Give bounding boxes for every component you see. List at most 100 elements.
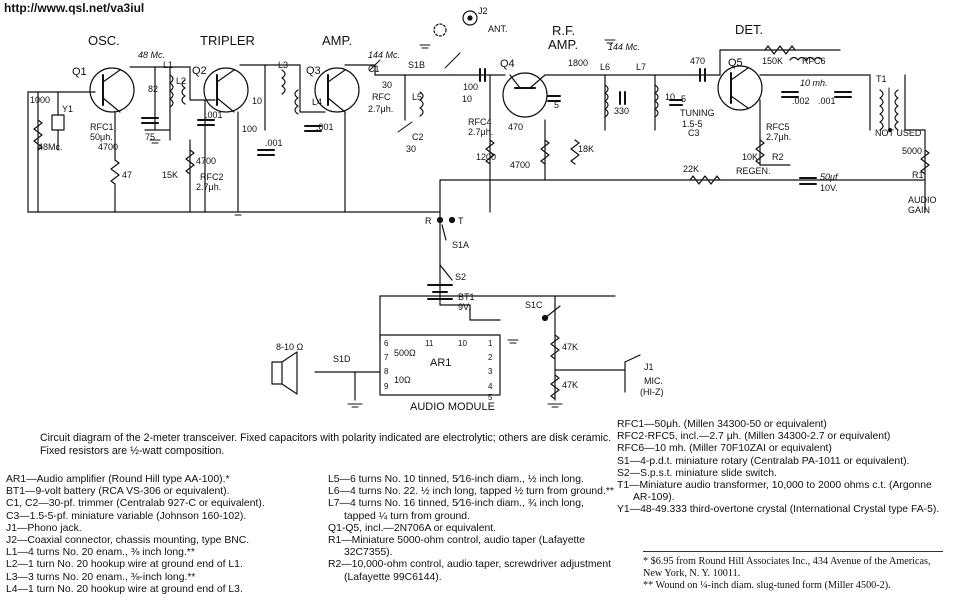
svg-text:11: 11 xyxy=(425,339,434,348)
label-amp: AMP. xyxy=(322,33,352,48)
parts-list-column-2: L5—6 turns No. 10 tinned, 5⁄16-inch diam… xyxy=(328,474,616,584)
misc-components xyxy=(51,10,893,396)
svg-text:330: 330 xyxy=(614,106,629,116)
svg-text:6: 6 xyxy=(384,339,389,348)
svg-text:Q2: Q2 xyxy=(192,65,207,77)
svg-text:C1: C1 xyxy=(368,64,380,74)
svg-text:144 Mc.: 144 Mc. xyxy=(608,42,640,52)
svg-text:J2: J2 xyxy=(478,6,488,16)
part-c1-c2: C1, C2—30-pf. trimmer (Centralab 927-C o… xyxy=(6,498,265,510)
svg-text:T: T xyxy=(458,216,464,226)
svg-text:50μf: 50μf xyxy=(820,172,839,182)
part-ar1: AR1—Audio amplifier (Round Hill type AA-… xyxy=(6,474,230,485)
source-url: http://www.qsl.net/va3iul xyxy=(4,1,145,15)
svg-text:470: 470 xyxy=(690,56,705,66)
svg-text:S1B: S1B xyxy=(408,60,425,70)
svg-text:1200: 1200 xyxy=(476,152,496,162)
part-l5: L5—6 turns No. 10 tinned, 5⁄16-inch diam… xyxy=(328,474,584,485)
svg-text:75: 75 xyxy=(145,132,155,142)
svg-text:L6: L6 xyxy=(600,62,610,72)
part-l2: L2—1 turn No. 20 hookup wire at ground e… xyxy=(6,559,243,571)
svg-text:22K: 22K xyxy=(683,164,699,174)
svg-text:.001: .001 xyxy=(265,138,283,148)
part-rfc1: RFC1—50μh. (Millen 34300-50 or equivalen… xyxy=(617,419,827,430)
part-r2: R2—10,000-ohm control, audio taper, scre… xyxy=(328,559,611,583)
svg-text:.001: .001 xyxy=(205,110,223,120)
part-l3: L3—3 turns No. 20 enam., ⅜-inch long.** xyxy=(6,571,196,583)
svg-text:ANT.: ANT. xyxy=(488,24,508,34)
svg-text:C2: C2 xyxy=(412,132,424,142)
ground-symbols xyxy=(149,39,616,408)
svg-text:2.7μh.: 2.7μh. xyxy=(468,127,493,137)
part-rfc6: RFC6—10 mh. (Miller 70F10ZAI or equivale… xyxy=(617,443,832,455)
svg-text:RFC1: RFC1 xyxy=(90,122,114,132)
label-osc: OSC. xyxy=(88,33,120,48)
transistors xyxy=(89,65,763,118)
svg-text:2: 2 xyxy=(488,353,493,362)
svg-text:MIC.: MIC. xyxy=(644,376,663,386)
svg-text:L7: L7 xyxy=(636,62,646,72)
svg-text:S1C: S1C xyxy=(525,300,543,310)
svg-text:10Ω: 10Ω xyxy=(394,375,411,385)
part-y1: Y1—48-49.333 third-overtone crystal (Int… xyxy=(617,504,940,516)
svg-text:AR1: AR1 xyxy=(430,357,451,369)
svg-text:144 Mc.: 144 Mc. xyxy=(368,50,400,60)
svg-text:L3: L3 xyxy=(278,60,288,70)
parts-list-column-1: AR1—Audio amplifier (Round Hill type AA-… xyxy=(6,474,302,596)
svg-text:RFC4: RFC4 xyxy=(468,117,492,127)
svg-text:Q3: Q3 xyxy=(306,65,321,77)
parts-list-column-3: RFC1—50μh. (Millen 34300-50 or equivalen… xyxy=(617,419,949,517)
svg-text:BT1: BT1 xyxy=(458,292,475,302)
part-j1: J1—Phono jack. xyxy=(6,522,82,534)
svg-text:10K: 10K xyxy=(742,152,758,162)
svg-text:Y1: Y1 xyxy=(62,104,73,114)
footnote-divider xyxy=(643,551,943,552)
schematic-diagram: OSC. TRIPLER AMP. R.F. AMP. DET. Q1 Q2 Q… xyxy=(27,6,937,413)
svg-text:RFC6: RFC6 xyxy=(802,56,826,66)
svg-text:5: 5 xyxy=(681,94,686,104)
svg-text:30: 30 xyxy=(382,80,392,90)
svg-text:47K: 47K xyxy=(562,380,578,390)
svg-text:4700: 4700 xyxy=(510,160,530,170)
svg-text:4700: 4700 xyxy=(98,142,118,152)
svg-text:J1: J1 xyxy=(644,362,654,372)
svg-text:GAIN: GAIN xyxy=(908,205,930,215)
part-t1: T1—Miniature audio transformer, 10,000 t… xyxy=(617,480,932,504)
svg-text:8-10 Ω: 8-10 Ω xyxy=(276,342,304,352)
svg-text:9: 9 xyxy=(384,382,389,391)
svg-text:2.7μh.: 2.7μh. xyxy=(368,104,393,114)
svg-text:Q1: Q1 xyxy=(72,66,87,78)
svg-text:.001: .001 xyxy=(818,96,836,106)
svg-text:S2: S2 xyxy=(455,272,466,282)
svg-text:150K: 150K xyxy=(762,56,783,66)
resistors xyxy=(33,45,930,400)
label-tripler: TRIPLER xyxy=(200,33,255,48)
svg-text:RFC5: RFC5 xyxy=(766,122,790,132)
part-l4: L4—1 turn No. 20 hookup wire at ground e… xyxy=(6,583,243,595)
svg-text:30: 30 xyxy=(406,144,416,154)
label-rf-amp: AMP. xyxy=(548,37,578,52)
svg-text:500Ω: 500Ω xyxy=(394,348,416,358)
svg-text:5: 5 xyxy=(488,393,493,402)
part-j2: J2—Coaxial connector, chassis mounting, … xyxy=(6,535,250,547)
svg-text:50μh.: 50μh. xyxy=(90,132,113,142)
footnote-2: ** Wound on ¼-inch diam. slug-tuned form… xyxy=(643,580,891,591)
svg-text:RFC: RFC xyxy=(372,92,391,102)
svg-text:15K: 15K xyxy=(162,170,178,180)
svg-text:4700: 4700 xyxy=(196,156,216,166)
svg-text:82: 82 xyxy=(148,84,158,94)
part-l6: L6—4 turns No. 22. ½ inch long, tapped ½… xyxy=(328,486,614,498)
part-s1: S1—4-p.d.t. miniature rotary (Centralab … xyxy=(617,455,910,467)
svg-text:10: 10 xyxy=(252,96,262,106)
svg-text:S1A: S1A xyxy=(452,240,469,250)
svg-text:10 mh.: 10 mh. xyxy=(800,78,828,88)
svg-text:1800: 1800 xyxy=(568,58,588,68)
svg-text:AUDIO: AUDIO xyxy=(908,195,937,205)
schematic-labels: OSC. TRIPLER AMP. R.F. AMP. DET. Q1 Q2 Q… xyxy=(30,6,937,413)
svg-text:(HI-Z): (HI-Z) xyxy=(640,387,664,397)
svg-text:10: 10 xyxy=(665,92,675,102)
svg-text:R2: R2 xyxy=(772,152,784,162)
svg-text:100: 100 xyxy=(242,124,257,134)
label-rf: R.F. xyxy=(552,23,575,38)
svg-text:5000: 5000 xyxy=(902,146,922,156)
